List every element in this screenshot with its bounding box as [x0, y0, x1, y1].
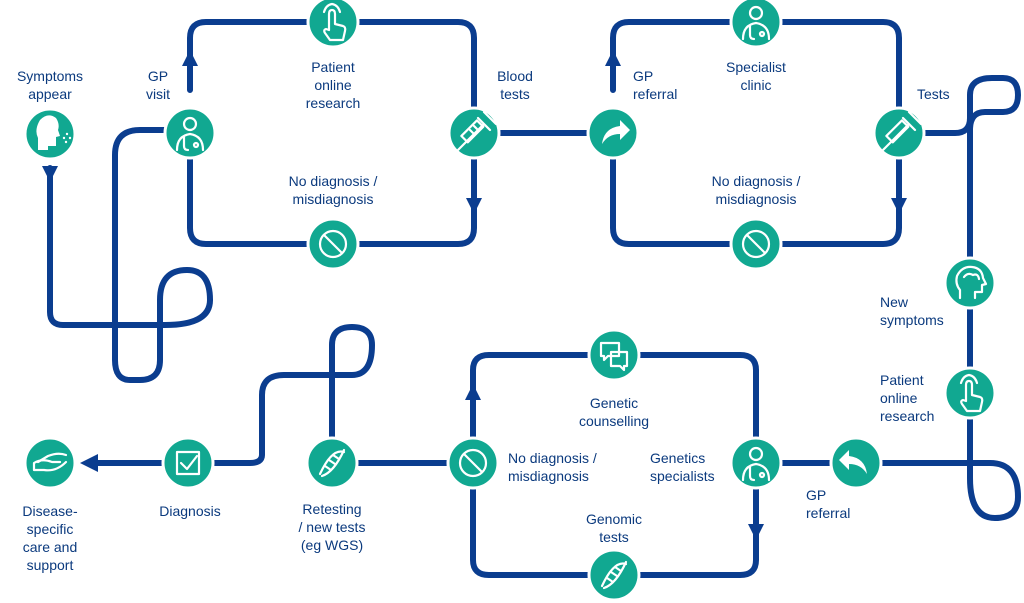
label-disease-specific-care: Disease- specific care and support [22, 503, 78, 573]
dna-icon-glyph [318, 448, 346, 478]
label-no-diagnosis-1: No diagnosis / misdiagnosis [288, 173, 378, 207]
label-patient-online-research-right: Patient online research [880, 372, 935, 424]
arrow-up-gp-referral [605, 50, 621, 66]
hand-touch-icon [306, 0, 360, 49]
label-gp-referral-bottom: GP referral [806, 487, 851, 521]
label-tests: Tests [917, 86, 950, 102]
syringe-icon-glyph [456, 110, 498, 152]
hand-touch-icon [943, 366, 997, 420]
arrow-up-gp-visit [182, 50, 198, 66]
doctor-icon-glyph [741, 5, 771, 41]
doctor-icon-glyph [741, 446, 771, 482]
arrow-forward-icon-glyph [602, 120, 630, 144]
arrow-down-blood-tests [466, 198, 482, 214]
dna-icon-glyph [600, 560, 628, 590]
brain-head-icon [943, 256, 997, 310]
no-entry-icon-glyph [318, 229, 348, 259]
checkbox-icon [161, 436, 215, 490]
label-retesting: Retesting / new tests (eg WGS) [298, 501, 366, 553]
label-new-symptoms: New symptoms [880, 294, 944, 328]
label-gp-visit: GP visit [145, 68, 171, 102]
label-diagnosis: Diagnosis [159, 503, 221, 519]
syringe-icon-glyph [881, 110, 923, 152]
label-blood-tests: Blood tests [497, 68, 533, 102]
label-genetic-counselling: Genetic counselling [578, 395, 650, 429]
arrow-down-tests [891, 198, 907, 214]
arrow-back-icon-glyph [839, 450, 867, 474]
hand-touch-icon-glyph [322, 2, 347, 42]
label-symptoms-appear: Symptoms appear [16, 68, 84, 102]
caring-hand-icon-glyph [32, 452, 68, 472]
no-entry-icon-glyph [741, 229, 771, 259]
label-genetics-specialists: Genetics specialists [650, 450, 715, 484]
brain-head-icon-glyph [955, 265, 988, 300]
hand-touch-icon-glyph [959, 373, 984, 413]
arrow-left-care [80, 454, 98, 472]
arrow-down-symptoms [42, 166, 58, 182]
doctor-icon-glyph [175, 116, 205, 152]
speech-bubbles-icon-glyph [599, 341, 629, 372]
caring-hand-icon [23, 436, 77, 490]
label-no-diagnosis-3: No diagnosis / misdiagnosis [508, 450, 597, 484]
label-gp-referral-top: GP referral [633, 68, 678, 102]
arrowheads [42, 50, 907, 540]
label-specialist-clinic: Specialist clinic [726, 59, 786, 93]
arrow-down-genetics-loop [748, 524, 764, 540]
label-patient-online-research-top: Patient online research [305, 59, 361, 111]
sneezing-head-icon-glyph [36, 115, 72, 150]
arrow-up-genetics-loop [465, 384, 481, 400]
no-entry-icon-glyph [458, 448, 488, 478]
checkbox-icon-glyph [175, 450, 201, 476]
icon-glyphs [32, 2, 988, 590]
label-genomic-tests: Genomic tests [585, 511, 643, 545]
label-no-diagnosis-2: No diagnosis / misdiagnosis [711, 173, 801, 207]
